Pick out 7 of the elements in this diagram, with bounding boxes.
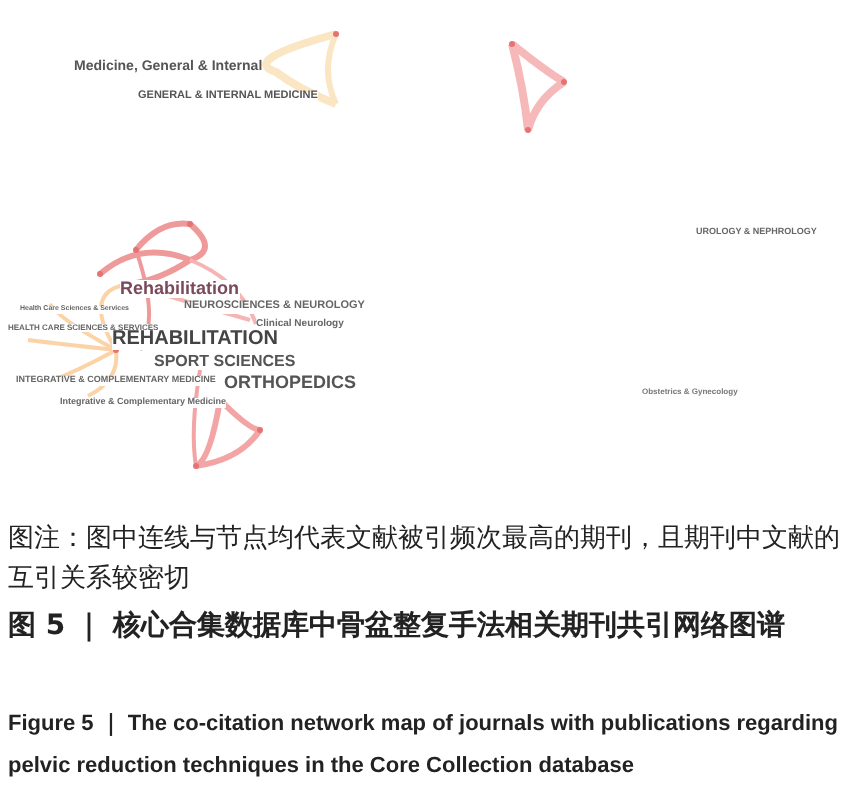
- category-label: Rehabilitation: [120, 280, 240, 298]
- category-label: SPORT SCIENCES: [154, 354, 296, 370]
- figure-note: 图注：图中连线与节点均代表文献被引频次最高的期刊，且期刊中文献的互引关系较密切: [8, 522, 842, 598]
- category-label: ORTHOPEDICS: [224, 374, 357, 392]
- figure-caption-english: Figure 5 ｜ The co-citation network map of journals with publications regarding pelvic reduction techniques in the Core Collection database: [8, 710, 840, 782]
- category-label: REHABILITATION: [112, 330, 278, 350]
- figure-caption: 图 5 ｜ 核心合集数据库中骨盆整复手法相关期刊共引网络图谱: [8, 607, 787, 646]
